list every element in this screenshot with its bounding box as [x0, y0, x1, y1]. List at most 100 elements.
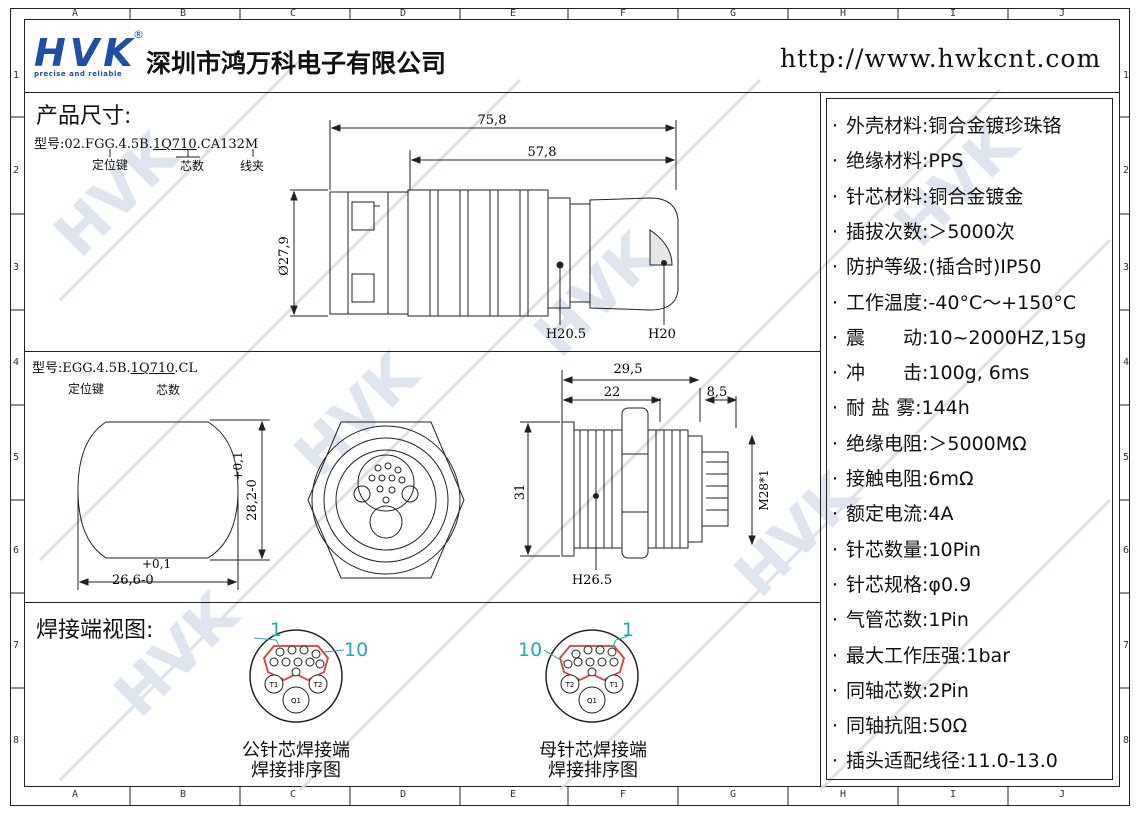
- spec-row: ·插拔次数:＞5000次: [832, 217, 1122, 244]
- plug-hex1: H20.5: [546, 327, 586, 342]
- bullet-icon: ·: [832, 644, 839, 667]
- spec-row: ·防护等级:(插合时)IP50: [832, 252, 1122, 279]
- company-url[interactable]: http://www.hwkcnt.com: [780, 44, 1102, 73]
- spec-inner-border: [826, 98, 1113, 780]
- plug-model-prefix: 型号:02.FGG.4.5B.: [34, 137, 153, 152]
- cutout-height: 28,2: [245, 492, 260, 521]
- spec-label: 插头适配线径:: [846, 750, 967, 773]
- spec-row: ·气管芯数:1Pin: [832, 605, 1122, 632]
- plug-side-view: 75,8 57,8 Ø27,9 H20.5 H20: [277, 113, 679, 342]
- spec-label: 震 动:: [846, 326, 929, 349]
- spec-value: 10~2000HZ,15g: [928, 326, 1087, 349]
- male-pin-first: 1: [270, 619, 282, 641]
- spec-row: ·针芯材料:铜合金镀金: [832, 182, 1122, 209]
- socket-thread: M28*1: [757, 469, 771, 510]
- grid-row-number: 4: [13, 357, 20, 368]
- bullet-icon: ·: [832, 573, 839, 596]
- spec-row: · 额定电流:4A: [832, 499, 1122, 526]
- spec-row: ·同轴芯数:2Pin: [832, 676, 1122, 703]
- spec-row: ·冲 击:100g, 6ms: [832, 358, 1122, 385]
- outer-frame: [10, 8, 1130, 806]
- grid-row-number: 2: [1123, 165, 1130, 176]
- spec-row: ·绝缘电阻:＞5000MΩ: [832, 429, 1122, 456]
- cutout-width: 26,6: [112, 573, 141, 588]
- spec-label: 工作温度:: [846, 291, 929, 314]
- spec-row: · 耐 盐 雾:144h: [832, 393, 1122, 420]
- product-size-title: 产品尺寸:: [36, 104, 132, 129]
- logo-tagline: precise and reliable: [34, 70, 123, 78]
- bullet-icon: ·: [832, 115, 839, 137]
- grid-row-number: 7: [13, 640, 20, 651]
- bullet-icon: ·: [832, 185, 839, 208]
- female-coax-t1: T1: [609, 681, 619, 689]
- male-caption-line1: 公针芯焊接端: [242, 740, 350, 761]
- bullet-icon: ·: [832, 397, 839, 420]
- grid-column-letter: H: [839, 8, 847, 19]
- spec-row: · 工作温度:-40°C～+150°C: [832, 288, 1122, 315]
- spec-label: 插拔次数:: [846, 220, 929, 243]
- spec-label: 额定电流:: [846, 503, 929, 526]
- plug-length-body: 57,8: [528, 145, 557, 160]
- spec-value: -40°C～+150°C: [928, 291, 1077, 314]
- spec-row: ·插头适配线径:11.0-13.0: [832, 746, 1122, 773]
- solder-view-title: 焊接端视图:: [36, 618, 154, 643]
- cutout-width-tol-upper: +0,1: [142, 557, 171, 571]
- grid-column-letter: H: [839, 789, 847, 800]
- spec-row: ·接触电阻:6mΩ: [832, 464, 1122, 491]
- female-air-q1: Q1: [587, 697, 597, 705]
- spec-value: 144h: [921, 397, 970, 420]
- male-caption: 公针芯焊接端 焊接排序图: [196, 741, 396, 781]
- bullet-icon: ·: [832, 291, 839, 314]
- plug-hex2: H20: [648, 327, 676, 342]
- female-pin-last: 10: [518, 639, 542, 661]
- socket-model-suffix: .CL: [174, 361, 198, 376]
- socket-length-front: 22: [604, 385, 621, 400]
- socket-model-prefix: 型号:EGG.4.5B.: [32, 361, 131, 376]
- bullet-icon: ·: [832, 468, 839, 490]
- grid-column-letter: E: [509, 8, 517, 19]
- spec-label: 最大工作压强:: [846, 644, 967, 667]
- male-solder-diagram: T1 T2 Q1 1 10: [249, 619, 368, 723]
- divider-1: [24, 351, 820, 352]
- spec-label: 针芯规格:: [846, 573, 929, 596]
- bullet-icon: ·: [832, 256, 839, 279]
- grid-row-number: 8: [13, 735, 20, 746]
- spec-value: ＞5000MΩ: [928, 432, 1027, 455]
- socket-side-view: 29,5 22 8,5 31 M28*1 H26.5: [513, 362, 771, 588]
- plug-label-clamp: 线夹: [240, 159, 265, 173]
- socket-model: 型号:EGG.4.5B.1Q710.CL: [32, 357, 197, 376]
- plug-model-leaders: [109, 149, 254, 158]
- spec-row: ·针芯数量:10Pin: [832, 535, 1122, 562]
- spec-value: 1bar: [966, 644, 1011, 667]
- socket-length-rear: 8,5: [707, 385, 728, 400]
- bullet-icon: ·: [832, 503, 839, 526]
- spec-value: 100g, 6ms: [928, 362, 1030, 385]
- grid-row-number: 3: [13, 262, 20, 273]
- divider-2: [24, 602, 820, 603]
- spec-value: (插合时)IP50: [928, 256, 1042, 279]
- male-air-q1: Q1: [291, 697, 301, 705]
- grid-column-letter: F: [619, 789, 627, 800]
- panel-cutout-drawing: 28,2-0 +0,1 +0,1 26,6-0: [77, 419, 270, 590]
- spec-label: 外壳材料:: [846, 115, 929, 137]
- spec-label: 耐 盐 雾:: [846, 397, 922, 420]
- plug-model-mid: 1Q710: [152, 137, 197, 152]
- spec-label: 同轴抗阻:: [846, 715, 929, 738]
- spec-value: 4A: [928, 503, 954, 526]
- spec-label: 气管芯数:: [846, 609, 929, 632]
- spec-label: 针芯数量:: [846, 538, 929, 561]
- plug-label-pins: 芯数: [180, 159, 205, 173]
- logo-registered: ®: [133, 28, 144, 41]
- grid-column-letter: A: [71, 8, 79, 19]
- bullet-icon: ·: [832, 432, 839, 455]
- grid-row-number: 3: [1123, 262, 1130, 273]
- female-caption: 母针芯焊接端 焊接排序图: [493, 741, 693, 781]
- grid-column-letter: C: [289, 789, 297, 800]
- spec-value: 1Pin: [928, 609, 969, 632]
- spec-value: 6mΩ: [928, 468, 974, 490]
- logo-text: HVK: [34, 31, 137, 75]
- spec-row: ·同轴抗阻:50Ω: [832, 711, 1122, 738]
- spec-row: · 最大工作压强:1bar: [832, 641, 1122, 668]
- spec-label: 绝缘材料:: [846, 150, 929, 173]
- socket-hex: H26.5: [572, 573, 612, 588]
